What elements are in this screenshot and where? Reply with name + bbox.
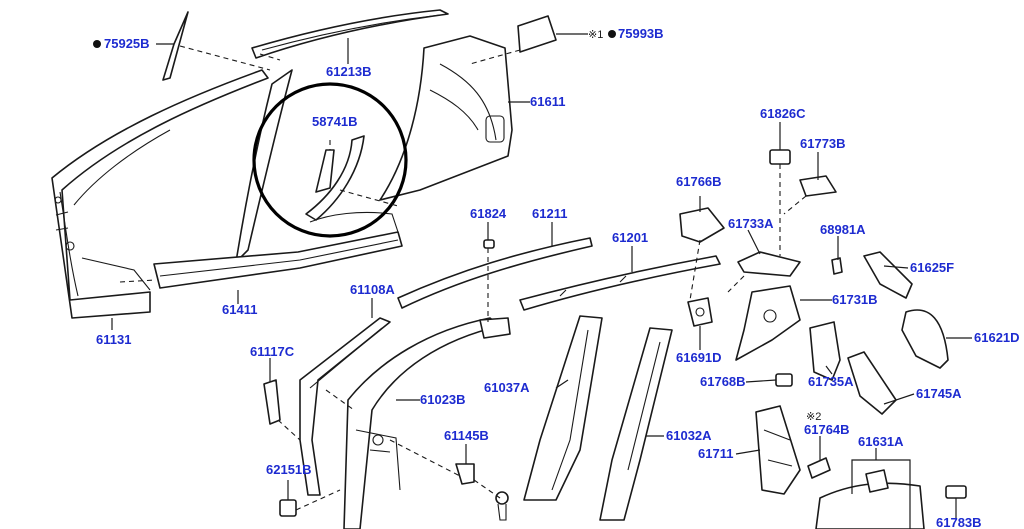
callout-61691D: 61691D [676,350,722,365]
callout-61735A: 61735A [808,374,854,389]
center-pillar-inner [599,327,673,521]
callout-61773B: 61773B [800,136,846,151]
bracket-61691D [687,297,713,327]
bracket-61766B [679,207,725,243]
roof-rail-outer [519,255,721,311]
callout-61201: 61201 [612,230,648,245]
cap-61826C [769,149,791,165]
wheelhouse-61731B [735,285,801,361]
clip-68981A [831,257,843,275]
bracket-61117C [263,379,281,425]
seal-61783B [945,485,967,499]
callout-61631A: 61631A [858,434,904,449]
front-pillar-outer [299,317,391,496]
callout-61211: 61211 [532,206,567,221]
callout-61131: 61131 [96,332,131,347]
gusset-61625F [863,251,913,299]
panel-61711 [755,405,801,495]
bullet-dot-75925B [93,40,101,48]
block-61768B [775,373,793,387]
center-pillar-reinforcement [523,315,603,501]
callout-61611: 61611 [530,94,565,109]
callout-61625F: 61625F [910,260,954,275]
highlight-circle [252,82,408,238]
callout-61145B: 61145B [444,428,489,443]
callout-61745A: 61745A [916,386,962,401]
callout-62151B: 62151B [266,462,312,477]
pillar-bracket [479,317,511,339]
bracket-61145B [455,463,475,485]
callout-61764B: 61764B [804,422,850,437]
piece-58741B [315,149,335,193]
callout-61826C: 61826C [760,106,806,121]
body-side-outer-panel [51,69,269,319]
callout-61117C: 61117C [250,344,295,359]
bracket-61764B [807,457,831,479]
callout-61733A: 61733A [728,216,774,231]
bolt [495,491,509,521]
callout-61108A: 61108A [350,282,395,297]
reinforcement-61735A [809,321,841,381]
callout-61766B: 61766B [676,174,722,189]
bracket-61773B [799,175,837,197]
clip-75925B [162,11,189,81]
callout-61023B: 61023B [420,392,466,407]
reinforcement-61745A [847,351,897,415]
leader-lines [111,33,972,529]
bullet-dot-75993B [608,30,616,38]
center-pillar-outer [235,69,293,263]
callout-61824: 61824 [470,206,507,221]
callout-61621D: 61621D [974,330,1020,345]
quarter-panel [379,35,513,201]
note-mark-2: ※2 [806,411,821,423]
callout-75925B: 75925B [104,36,150,51]
callout-61213B: 61213B [326,64,372,79]
note-mark-1: ※1 [588,29,603,41]
callout-labels: 75925B 61213B 75993B 61611 58741B 61131 … [96,26,1020,529]
callout-68981A: 68981A [820,222,866,237]
panel-61631A [815,469,925,529]
quarter-pillar [305,135,365,221]
callout-61768B: 61768B [700,374,746,389]
plug-62151B [279,499,297,517]
callout-61711: 61711 [698,446,733,461]
callout-58741B: 58741B [312,114,358,129]
panel-61621D [901,309,949,369]
clip-61824 [483,239,495,249]
roof-rail-inner [397,237,593,309]
panel-61733A [737,251,801,277]
callout-61783B: 61783B [936,515,982,529]
roof-side-rail [251,9,449,59]
piece-75993B [517,15,557,53]
callout-61037A: 61037A [484,380,530,395]
front-pillar-inner [343,317,501,529]
rocker-panel [153,211,403,289]
callout-61032A: 61032A [666,428,712,443]
callout-61731B: 61731B [832,292,878,307]
callout-61411: 61411 [222,302,257,317]
callout-75993B: 75993B [618,26,664,41]
